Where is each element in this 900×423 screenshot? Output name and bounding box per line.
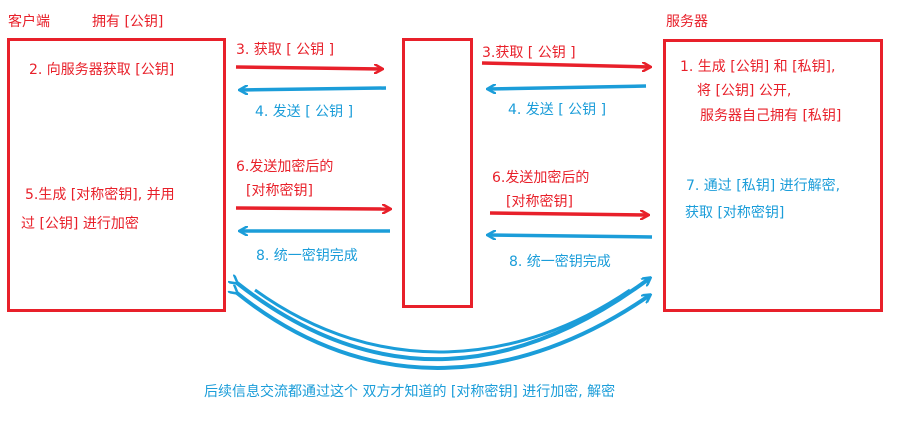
left-step6-line2: [对称密钥] xyxy=(246,183,313,199)
client-step5-line2: 过 [公钥] 进行加密 xyxy=(21,216,139,232)
client-title: 客户端 xyxy=(8,14,50,30)
client-owns-label: 拥有 [公钥] xyxy=(92,14,164,30)
arrow-right-step3 xyxy=(481,61,650,67)
client-step5-line1: 5.生成 [对称密钥], 并用 xyxy=(25,187,175,203)
arrow-left-step4 xyxy=(240,88,387,90)
server-title: 服务器 xyxy=(666,14,708,30)
curve-upper xyxy=(237,278,650,362)
right-step6-line2: [对称密钥] xyxy=(506,194,573,210)
left-step3: 3. 获取 [ 公钥 ] xyxy=(236,42,335,58)
arrow-right-step6 xyxy=(489,213,648,215)
arrow-left-step3 xyxy=(235,67,382,69)
server-box xyxy=(663,39,883,312)
footer-text: 后续信息交流都通过这个 双方才知道的 [对称密钥] 进行加密, 解密 xyxy=(204,384,616,400)
right-step6-line1: 6.发送加密后的 xyxy=(492,170,590,186)
client-box xyxy=(7,38,226,312)
left-step4: 4. 发送 [ 公钥 ] xyxy=(255,104,354,120)
left-step8: 8. 统一密钥完成 xyxy=(256,248,358,264)
right-step8: 8. 统一密钥完成 xyxy=(509,254,611,270)
curve-inner xyxy=(254,288,631,354)
middle-box xyxy=(402,38,473,308)
right-step3: 3.获取 [ 公钥 ] xyxy=(482,45,576,61)
left-step6-line1: 6.发送加密后的 xyxy=(236,159,334,175)
right-step4: 4. 发送 [ 公钥 ] xyxy=(508,102,607,118)
server-step1-line1: 1. 生成 [公钥] 和 [私钥], xyxy=(680,59,836,75)
server-step7-line2: 获取 [对称密钥] xyxy=(685,205,785,221)
arrow-left-step6 xyxy=(235,208,390,209)
server-step7-line1: 7. 通过 [私钥] 进行解密, xyxy=(686,178,841,194)
client-step2: 2. 向服务器获取 [公钥] xyxy=(29,62,175,78)
server-step1-line2: 将 [公钥] 公开, xyxy=(697,83,792,99)
curve-lower xyxy=(237,293,650,370)
arrow-right-step4 xyxy=(488,86,647,89)
arrow-right-step8 xyxy=(488,235,653,237)
server-step1-line3: 服务器自己拥有 [私钥] xyxy=(700,108,842,124)
